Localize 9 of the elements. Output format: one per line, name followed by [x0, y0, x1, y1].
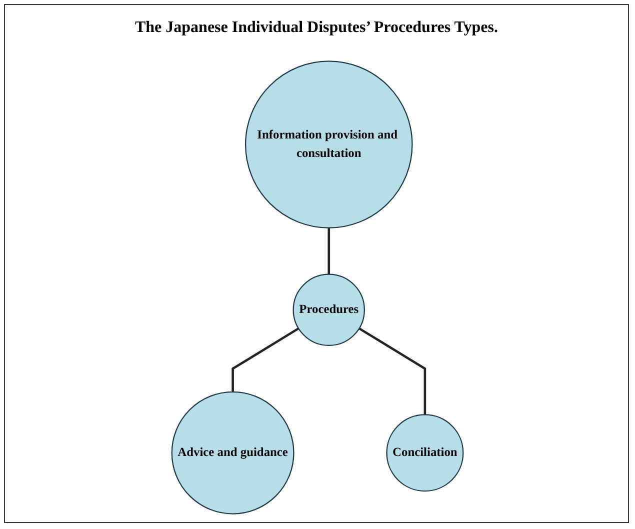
node-circle: [386, 414, 464, 492]
connector: [232, 327, 300, 392]
node-circle: [292, 274, 365, 346]
diagram-frame: The Japanese Individual Disputes’ Procedures Types. Information provision and consultation Procedures Advice and guidance Conciliation: [4, 4, 629, 523]
connector: [328, 228, 330, 274]
title: The Japanese Individual Disputes’ Procedures Types.: [134, 19, 500, 37]
connector: [358, 327, 426, 415]
node-circle: [244, 60, 413, 228]
node-circle: [171, 391, 294, 514]
